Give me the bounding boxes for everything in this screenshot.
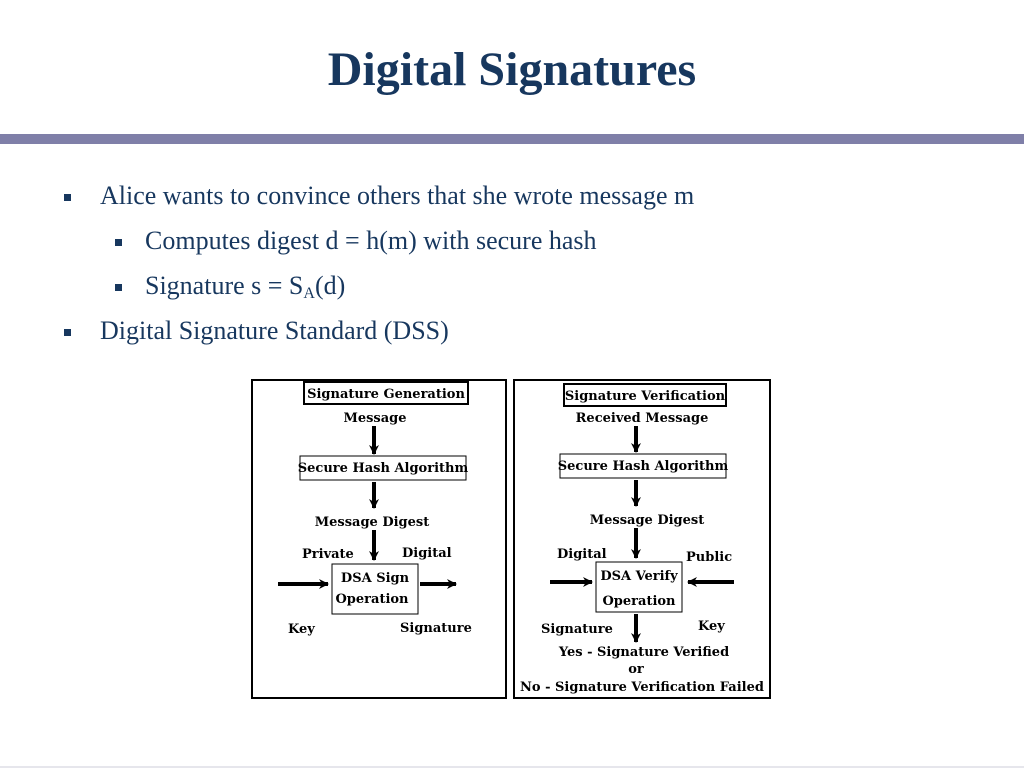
generation-hash-label: Secure Hash Algorithm xyxy=(298,461,469,476)
bullet-signature: Signature s = SA(d) xyxy=(115,271,346,302)
bullet-compute-digest: Computes digest d = h(m) with secure has… xyxy=(115,226,597,255)
generation-title: Signature Generation xyxy=(307,387,465,402)
verification-hash-box xyxy=(559,453,727,479)
bullet-marker xyxy=(64,194,71,201)
bullet-marker xyxy=(115,284,122,291)
verification-title-box xyxy=(563,383,727,407)
bullet-text-prefix: Signature s = S xyxy=(145,271,304,300)
dsa-sign-box xyxy=(331,563,419,615)
verification-key-label: Key xyxy=(698,619,725,634)
bullet-marker xyxy=(64,329,71,336)
generation-panel: Signature Generation Message Secure Hash… xyxy=(251,379,507,699)
dsa-sign-line2: Operation xyxy=(335,592,409,607)
verification-digital-label: Digital xyxy=(557,547,607,562)
verification-result-or: or xyxy=(628,662,644,677)
dsa-verify-box xyxy=(595,561,683,613)
slide-title: Digital Signatures xyxy=(327,43,697,96)
generation-frame xyxy=(251,379,507,699)
generation-hash-box xyxy=(299,455,467,481)
bullet-alice: Alice wants to convince others that she … xyxy=(64,181,695,210)
bullet-text-suffix: (d) xyxy=(314,271,346,300)
dsa-verify-line2: Operation xyxy=(602,594,676,609)
verification-signature-label: Signature xyxy=(541,622,613,637)
bullet-text: Alice wants to convince others that she … xyxy=(100,181,695,210)
generation-private-label: Private xyxy=(302,547,354,562)
bottom-divider xyxy=(0,766,1024,768)
verification-result-yes: Yes - Signature Verified xyxy=(558,645,729,660)
generation-digital-label: Digital xyxy=(402,546,452,561)
generation-title-box xyxy=(303,381,469,405)
dsa-verify-line1: DSA Verify xyxy=(600,569,678,584)
bullet-subscript: A xyxy=(303,285,315,302)
dsa-sign-line1: DSA Sign xyxy=(341,571,410,586)
generation-key-label: Key xyxy=(288,622,315,637)
verification-public-label: Public xyxy=(686,550,732,565)
generation-message-label: Message xyxy=(343,411,406,426)
generation-signature-label: Signature xyxy=(400,621,472,636)
verification-result-no: No - Signature Verification Failed xyxy=(520,680,764,695)
verification-panel: Signature Verification Received Message … xyxy=(513,379,771,699)
verification-frame xyxy=(513,379,771,699)
verification-received-label: Received Message xyxy=(576,411,709,426)
generation-digest-label: Message Digest xyxy=(315,515,430,530)
bullet-text: Digital Signature Standard (DSS) xyxy=(100,316,449,345)
verification-digest-label: Message Digest xyxy=(590,513,705,528)
bullet-dss: Digital Signature Standard (DSS) xyxy=(64,316,449,345)
verification-title: Signature Verification xyxy=(565,389,726,404)
dss-diagram: Signature Generation Message Secure Hash… xyxy=(251,379,771,699)
verification-hash-label: Secure Hash Algorithm xyxy=(558,459,729,474)
bullet-marker xyxy=(115,239,122,246)
bullet-text: Computes digest d = h(m) with secure has… xyxy=(145,226,597,255)
title-divider xyxy=(0,134,1024,144)
